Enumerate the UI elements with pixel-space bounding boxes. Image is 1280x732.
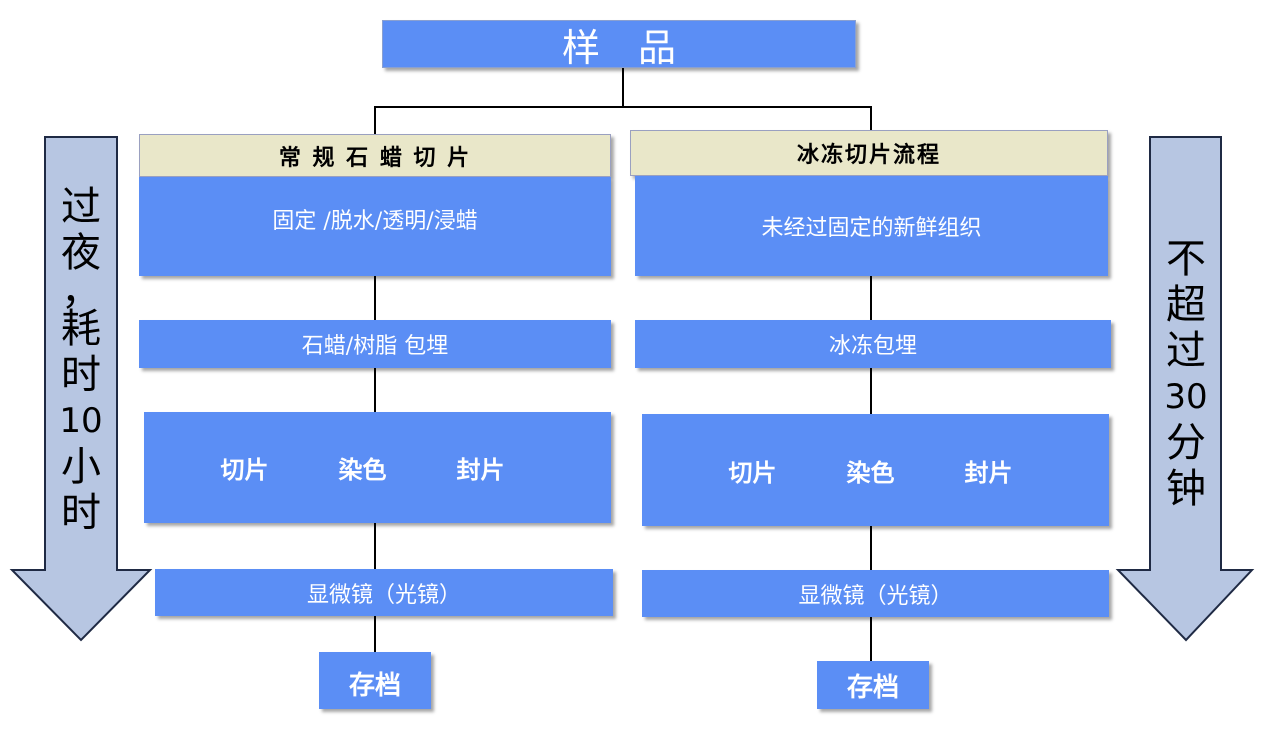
right-step-archive-label: 存档: [846, 672, 899, 703]
connector-right-2: [870, 368, 872, 414]
left-header-label: 常 规 石 蜡 切 片: [278, 144, 472, 171]
connector-right-1: [870, 276, 872, 320]
connector-top-vertical: [622, 68, 624, 108]
right-step-fresh-tissue: 未经过固定的新鲜组织: [635, 176, 1108, 276]
right-arrow-char: 30: [1164, 377, 1208, 417]
left-step-microscope: 显微镜（光镜）: [155, 569, 613, 616]
left-step-archive-label: 存档: [348, 671, 401, 701]
left-step-fixation: 固定 /脱水/透明/浸蜡: [139, 177, 611, 276]
right-step-mount: 封片: [964, 457, 1013, 487]
right-arrow-char: 钟: [1166, 466, 1206, 512]
sample-label: 样 品: [561, 25, 676, 70]
left-arrow-shape: [9, 136, 153, 642]
connector-left-4: [374, 616, 376, 652]
left-arrow-char: 耗: [61, 306, 101, 352]
left-step-embedding: 石蜡/树脂 包埋: [139, 320, 611, 368]
left-arrow-char: 小: [61, 444, 101, 490]
left-arrow-char: 时: [61, 490, 101, 536]
left-arrow-char: 10: [59, 401, 103, 441]
left-step-mount: 封片: [456, 455, 505, 484]
left-step-microscope-label: 显微镜（光镜）: [306, 582, 461, 608]
right-header: 冰冻切片流程: [630, 130, 1108, 176]
right-step-stain: 染色: [846, 457, 895, 487]
left-step-cut: 切片: [220, 455, 269, 484]
left-step-archive: 存档: [319, 652, 431, 709]
connector-horizontal: [374, 106, 872, 108]
left-step-stain: 染色: [338, 455, 387, 484]
left-arrow-char: 过: [61, 184, 101, 230]
right-arrow-char: 分: [1166, 420, 1206, 466]
connector-left-1: [374, 276, 376, 320]
right-arrow-text: 不 超 过 30 分 钟: [1156, 236, 1216, 512]
right-step-archive: 存档: [817, 661, 929, 709]
sample-box: 样 品: [382, 20, 856, 70]
connector-right-drop: [870, 106, 872, 134]
left-step-embedding-label: 石蜡/树脂 包埋: [301, 334, 449, 359]
left-step-fixation-label: 固定 /脱水/透明/浸蜡: [272, 209, 478, 234]
right-step-embedding-label: 冰冻包埋: [828, 334, 917, 359]
left-step-sectioning: 切片 染色 封片: [144, 412, 611, 523]
right-step-cut: 切片: [728, 457, 777, 487]
right-header-label: 冰冻切片流程: [796, 142, 941, 168]
right-arrow-char: 超: [1166, 282, 1206, 328]
left-arrow-char: ，: [61, 268, 101, 314]
left-arrow-char: 时: [61, 352, 101, 398]
right-step-microscope: 显微镜（光镜）: [642, 570, 1109, 617]
right-arrow-char: 不: [1166, 236, 1206, 282]
connector-right-3: [870, 526, 872, 570]
right-step-embedding: 冰冻包埋: [635, 320, 1111, 368]
right-step-microscope-label: 显微镜（光镜）: [798, 583, 953, 609]
left-header: 常 规 石 蜡 切 片: [139, 134, 611, 177]
left-arrow-text: 过 夜 ， 耗 时 10 小 时: [51, 184, 111, 536]
right-arrow-shape: [1115, 136, 1255, 642]
right-arrow-char: 过: [1166, 328, 1206, 374]
connector-left-drop: [374, 106, 376, 134]
left-arrow-char: 夜: [61, 230, 101, 276]
right-step-fresh-tissue-label: 未经过固定的新鲜组织: [761, 216, 982, 241]
connector-left-3: [374, 523, 376, 569]
right-step-sectioning: 切片 染色 封片: [642, 414, 1109, 526]
connector-left-2: [374, 368, 376, 412]
connector-right-4: [870, 617, 872, 661]
